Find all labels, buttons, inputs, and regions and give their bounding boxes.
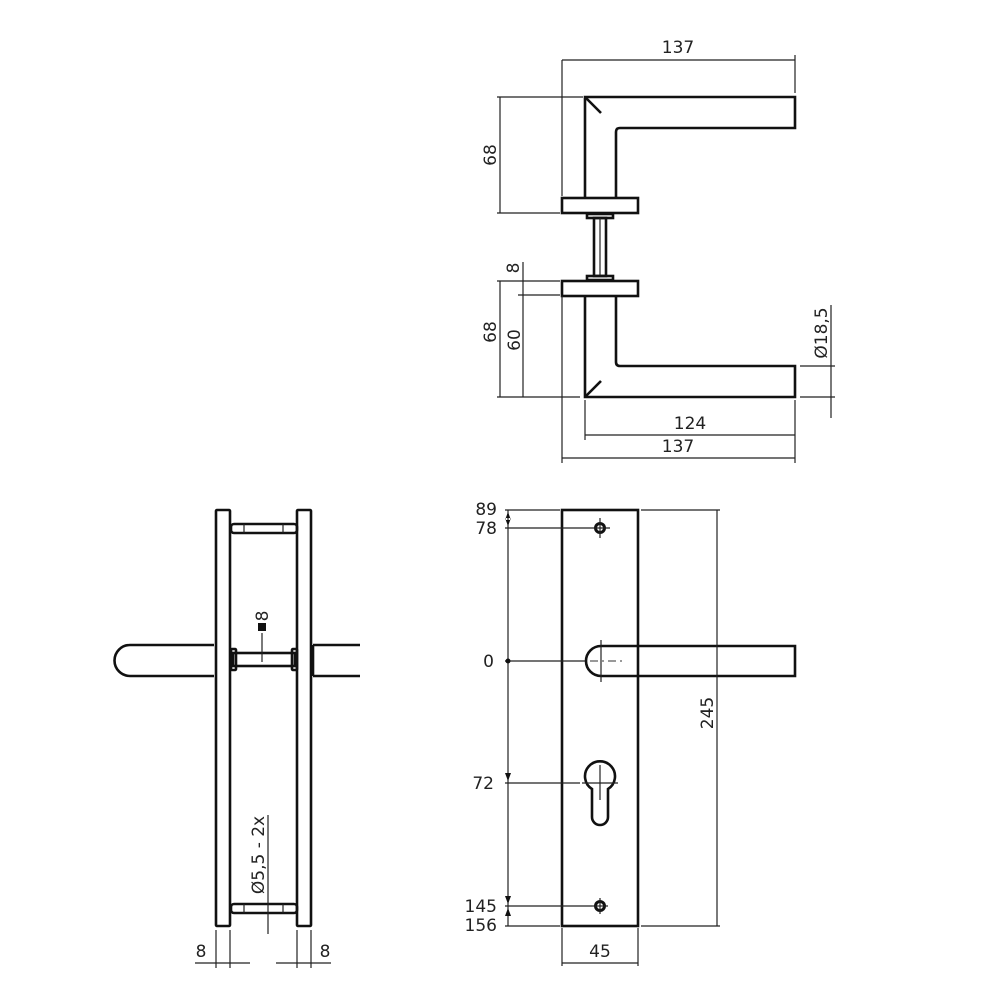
cylinder-hole — [583, 760, 617, 827]
left-backplate-side — [214, 508, 232, 928]
dim-screw-hole: Ø5,5 - 2x — [249, 816, 269, 894]
lever-front — [584, 644, 797, 678]
upper-lever-chamfer — [585, 97, 602, 114]
bottom-screw-hole — [592, 898, 608, 914]
top-screw-bolt — [229, 522, 299, 535]
lower-lever-outline — [583, 296, 797, 399]
spindle-bottom-collar — [585, 274, 615, 282]
dim-top-handle-height: 68 — [481, 144, 501, 166]
dim-plate-height: 245 — [698, 697, 718, 729]
dim-plate-thickness-right: 8 — [320, 942, 331, 962]
dim-bottom-screw: 145 — [465, 897, 497, 917]
dim-plate-width: 45 — [589, 942, 611, 962]
dim-bottom-handle-height: 68 — [481, 321, 501, 343]
top-screw-hole — [590, 518, 610, 538]
dim-bottom-edge: 156 — [465, 916, 497, 936]
dim-overall-length-bottom: 137 — [662, 437, 694, 457]
dim-grip-length: 124 — [674, 414, 706, 434]
right-lever-side — [313, 643, 360, 678]
lower-lever-chamfer — [585, 380, 602, 397]
lower-rose — [560, 279, 640, 298]
dim-overall-length-top: 137 — [662, 38, 694, 58]
front-view: 89 78 0 72 145 156 245 45 — [465, 500, 797, 966]
dim-handle-axis: 0 — [483, 652, 494, 672]
dim-spindle-square: 8 — [253, 611, 273, 622]
top-view: 137 68 8 68 60 Ø18,5 124 137 — [481, 38, 835, 463]
dim-cylinder-center: 72 — [472, 774, 494, 794]
dim-rose-thickness: 8 — [504, 263, 524, 274]
dim-handle-height-from-rose: 60 — [505, 329, 525, 351]
spindle-square-symbol — [258, 623, 266, 631]
left-lever-side — [113, 643, 214, 678]
dim-top-screw: 78 — [475, 519, 497, 539]
dim-grip-diameter: Ø18,5 — [812, 307, 832, 358]
dim-top-edge: 89 — [475, 500, 497, 520]
dim-plate-thickness-left: 8 — [196, 942, 207, 962]
bottom-screw-bolt — [229, 902, 299, 915]
side-view: 8 Ø5,5 - 2x 8 8 — [113, 508, 360, 968]
right-backplate-side — [295, 508, 313, 928]
backplate-front — [560, 508, 640, 928]
spindle-side — [231, 651, 297, 668]
upper-rose — [560, 196, 640, 215]
upper-lever-outline — [583, 95, 797, 198]
